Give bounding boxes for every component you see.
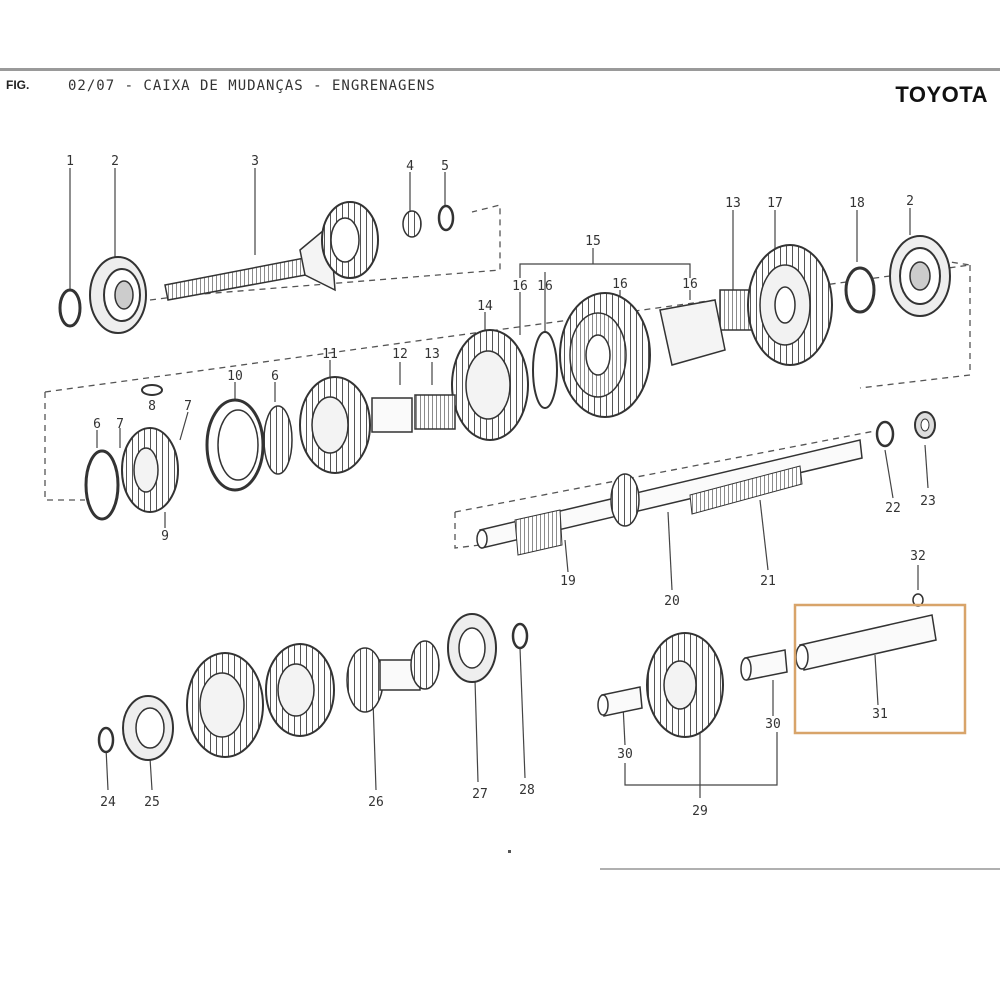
- part-number-p23: 23: [920, 494, 936, 509]
- part-number-p9: 9: [161, 529, 169, 544]
- bearing-2-right: [889, 235, 951, 317]
- leader-lines: [69, 168, 929, 798]
- needle-bearing-4: [402, 210, 422, 238]
- gear-17-with-hub: [719, 244, 833, 366]
- part-number-p7b: 7: [184, 399, 192, 414]
- figure-title: 02/07 - CAIXA DE MUDANÇAS - ENGRENAGENS: [68, 78, 436, 94]
- gear-14: [451, 329, 529, 441]
- key-8: [141, 384, 163, 396]
- part-number-p2a: 2: [111, 154, 119, 169]
- header-rule: [0, 68, 1000, 71]
- part-number-p30b: 30: [765, 717, 781, 732]
- part-number-p16d: 16: [682, 277, 698, 292]
- ring-6-upper: [263, 405, 293, 475]
- bushing-30-left: [597, 686, 643, 717]
- snap-ring-5: [437, 204, 455, 232]
- part-number-p7a: 7: [116, 417, 124, 432]
- bushing-30-right: [740, 649, 788, 681]
- dash-upper-assembly-right: [859, 265, 971, 389]
- part-number-p2b: 2: [906, 194, 914, 209]
- part-number-p28: 28: [519, 783, 535, 798]
- dash-upper-assembly-left: [44, 392, 85, 501]
- part-number-p4: 4: [406, 159, 414, 174]
- highlight-box-part-31: [793, 603, 967, 735]
- part-number-p25: 25: [144, 795, 160, 810]
- part-number-p21: 21: [760, 574, 776, 589]
- part-number-p27: 27: [472, 787, 488, 802]
- part-number-p16a: 16: [512, 279, 528, 294]
- counter-gear-26: [186, 640, 440, 758]
- part-number-p3: 3: [251, 154, 259, 169]
- part-number-p11: 11: [322, 347, 338, 362]
- brand-logo-text: TOYOTA: [895, 82, 988, 107]
- part-number-p31: 31: [872, 707, 888, 722]
- dash-main-shaft-left: [454, 512, 481, 549]
- gear-9: [121, 427, 179, 513]
- shifting-key-16: [659, 299, 726, 366]
- part-number-p13a: 13: [725, 196, 741, 211]
- footer-rule: [600, 868, 1000, 870]
- gear-11: [299, 376, 371, 474]
- bushing-12: [371, 397, 413, 433]
- part-number-p17: 17: [767, 196, 783, 211]
- part-number-p6b: 6: [93, 417, 101, 432]
- bearing-2-left: [89, 256, 147, 334]
- dash-upper-assembly-top: [44, 261, 971, 393]
- part-number-p5: 5: [441, 159, 449, 174]
- part-number-p19: 19: [560, 574, 576, 589]
- snap-ring-28: [511, 622, 529, 650]
- snap-ring-1: [58, 288, 82, 328]
- synchro-ring-10: [205, 398, 265, 492]
- part-number-p24: 24: [100, 795, 116, 810]
- ring-6-lower: [84, 449, 120, 521]
- scan-dot: [508, 850, 511, 853]
- input-shaft-3: [164, 201, 379, 301]
- snap-ring-24: [97, 726, 115, 754]
- part-number-p6a: 6: [271, 369, 279, 384]
- nut-23: [914, 411, 936, 439]
- part-number-p15: 15: [585, 234, 601, 249]
- part-number-p20: 20: [664, 594, 680, 609]
- synchro-hub-16: [532, 292, 651, 418]
- part-number-p12: 12: [392, 347, 408, 362]
- part-number-p1: 1: [66, 154, 74, 169]
- bearing-27: [447, 613, 497, 683]
- part-number-p10: 10: [227, 369, 243, 384]
- part-number-p26: 26: [368, 795, 384, 810]
- idler-shaft-31: [795, 614, 937, 671]
- part-number-p16c: 16: [612, 277, 628, 292]
- washer-22: [875, 420, 895, 448]
- idler-gear-29: [646, 632, 724, 738]
- part-number-p16b: 16: [537, 279, 553, 294]
- main-shaft-21: [476, 439, 863, 556]
- needle-bearing-13: [414, 394, 456, 430]
- fig-label: FIG.: [6, 78, 30, 92]
- part-number-p13b: 13: [424, 347, 440, 362]
- part-number-p14: 14: [477, 299, 493, 314]
- bearing-25: [122, 695, 174, 761]
- part-number-p30a: 30: [617, 747, 633, 762]
- part-number-p29: 29: [692, 804, 708, 819]
- part-number-p18: 18: [849, 196, 865, 211]
- washer-18: [844, 266, 876, 314]
- part-number-p22: 22: [885, 501, 901, 516]
- part-number-p32: 32: [910, 549, 926, 564]
- part-number-p8: 8: [148, 399, 156, 414]
